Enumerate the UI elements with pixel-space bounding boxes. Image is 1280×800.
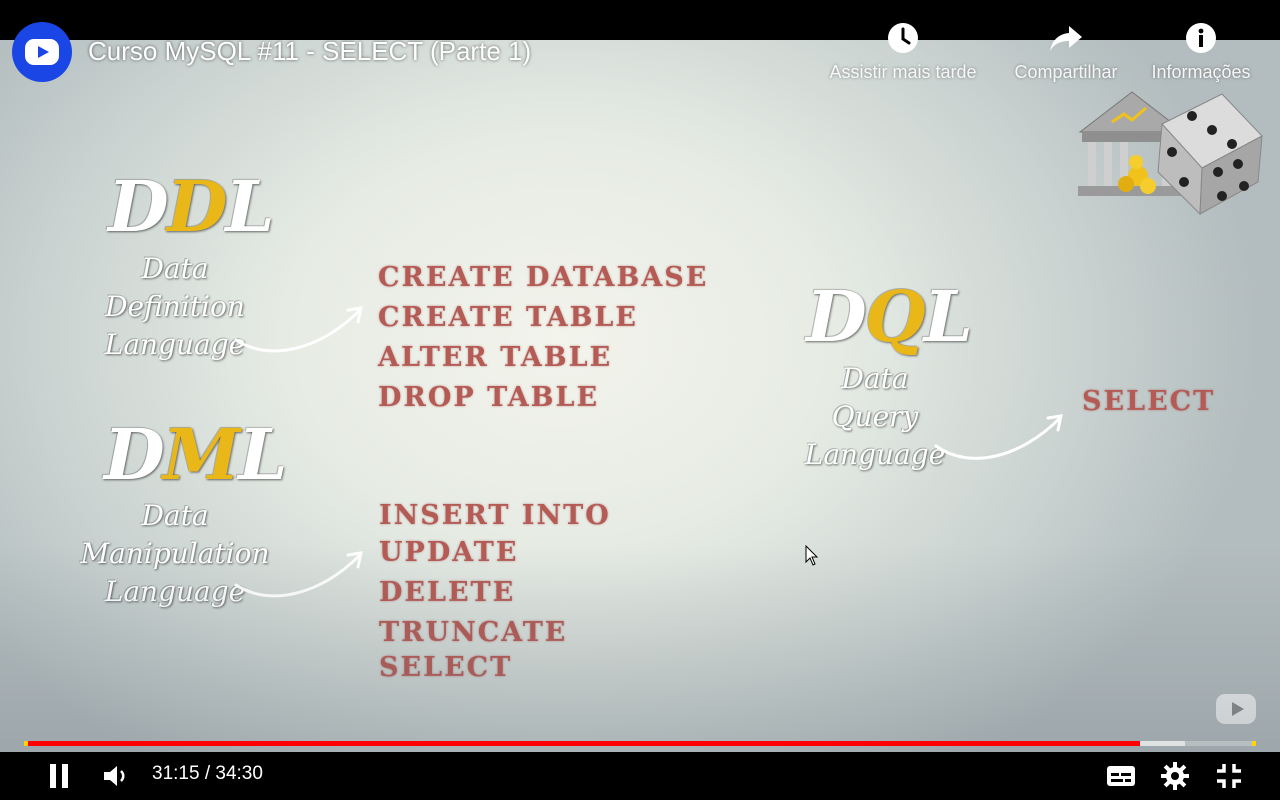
share-button[interactable]: Compartilhar	[1006, 18, 1126, 83]
pause-icon	[50, 764, 68, 788]
info-icon	[1186, 23, 1216, 53]
video-frame[interactable]: DDL Data Definition Language DML Data Ma…	[0, 40, 1280, 760]
dml-command: UPDATE	[379, 537, 519, 568]
settings-button[interactable]	[1156, 758, 1194, 794]
ddl-subtitle: Data Definition Language	[104, 252, 246, 361]
exit-fullscreen-icon	[1217, 764, 1241, 788]
control-bar: 31:15 / 34:30	[0, 752, 1280, 800]
time-display: 31:15 / 34:30	[152, 763, 263, 784]
dml-arrow	[234, 551, 363, 598]
dml-command: TRUNCATE	[379, 617, 568, 648]
ddl-command: ALTER TABLE	[378, 342, 613, 373]
dml-command: DELETE	[379, 577, 516, 608]
gear-icon	[1161, 762, 1189, 790]
dql-heading: DQL	[806, 275, 973, 358]
youtube-watermark-icon[interactable]	[1216, 694, 1256, 724]
watch-later-button[interactable]: Assistir mais tarde	[818, 18, 988, 83]
mouse-cursor-icon	[805, 545, 819, 566]
subtitles-icon	[1107, 766, 1135, 786]
ddl-command: CREATE TABLE	[378, 302, 638, 333]
volume-button[interactable]	[98, 758, 134, 794]
channel-avatar[interactable]	[12, 22, 72, 82]
ddl-arrow	[234, 306, 363, 353]
watch-later-label: Assistir mais tarde	[829, 62, 977, 82]
video-title[interactable]: Curso MySQL #11 - SELECT (Parte 1)	[88, 36, 532, 66]
subtitles-button[interactable]	[1102, 758, 1140, 794]
ddl-command: CREATE DATABASE	[378, 262, 709, 293]
volume-icon	[104, 766, 125, 786]
share-label: Compartilhar	[1014, 62, 1118, 82]
pause-button[interactable]	[40, 758, 78, 794]
dql-subtitle: Data Query Language	[804, 362, 946, 471]
progress-played	[24, 741, 1140, 746]
dml-command: INSERT INTO	[379, 500, 611, 531]
share-icon	[1050, 26, 1082, 51]
chapter-marker-start	[24, 741, 28, 746]
info-button[interactable]: Informações	[1142, 18, 1260, 83]
progress-bar[interactable]	[24, 741, 1256, 746]
dml-subtitle: Data Manipulation Language	[80, 499, 270, 608]
bank-dice-illustration	[1078, 91, 1263, 216]
clock-icon	[888, 23, 918, 53]
dml-command: SELECT	[379, 652, 513, 683]
ddl-heading: DDL	[108, 165, 275, 248]
dml-heading: DML	[104, 413, 287, 496]
dql-command: SELECT	[1082, 386, 1216, 417]
chapter-marker-end	[1252, 741, 1256, 746]
ddl-command: DROP TABLE	[378, 382, 600, 413]
play-logo-icon	[25, 39, 59, 65]
exit-fullscreen-button[interactable]	[1210, 758, 1248, 794]
dql-arrow	[934, 414, 1063, 460]
info-label: Informações	[1151, 62, 1251, 82]
